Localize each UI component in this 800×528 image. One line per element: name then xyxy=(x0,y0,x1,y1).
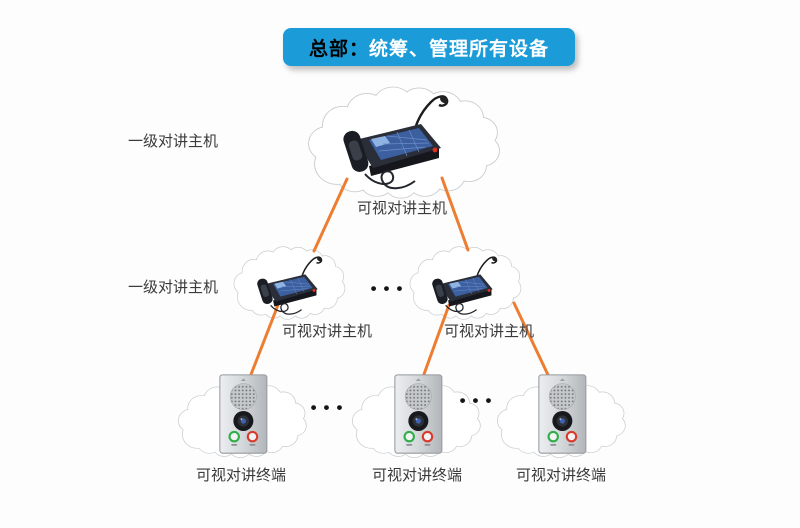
ellipsis-mid-hosts: ••• xyxy=(370,279,410,298)
label-mid-right-host: 可视对讲主机 xyxy=(443,323,534,340)
connection-line-midright-terminalmid xyxy=(421,303,451,379)
terminal-device-middle xyxy=(393,373,443,455)
label-mid-left-host: 可视对讲主机 xyxy=(281,323,372,340)
label-top-host: 可视对讲主机 xyxy=(356,200,447,217)
connection-line-midright-terminalright xyxy=(512,301,551,379)
connection-line-midleft-terminal xyxy=(248,303,280,379)
banner-prefix: 总部： xyxy=(308,38,369,60)
side-label-level1: 一级对讲主机 xyxy=(128,133,219,150)
connection-line-top-midleft xyxy=(312,177,349,253)
side-label-level2: 一级对讲主机 xyxy=(128,279,219,296)
banner-text: 统筹、管理所有设备 xyxy=(369,38,550,60)
terminal-device-left xyxy=(218,373,268,455)
connection-line-top-midright xyxy=(440,176,470,252)
ellipsis-terminals-right: ••• xyxy=(459,391,499,410)
label-terminal-left: 可视对讲终端 xyxy=(195,467,286,484)
label-terminal-middle: 可视对讲终端 xyxy=(371,467,462,484)
ellipsis-terminals-left: ••• xyxy=(310,398,350,417)
label-terminal-right: 可视对讲终端 xyxy=(515,467,606,484)
header-banner: 总部： 统筹、管理所有设备 xyxy=(283,28,575,66)
terminal-device-right xyxy=(537,373,587,455)
